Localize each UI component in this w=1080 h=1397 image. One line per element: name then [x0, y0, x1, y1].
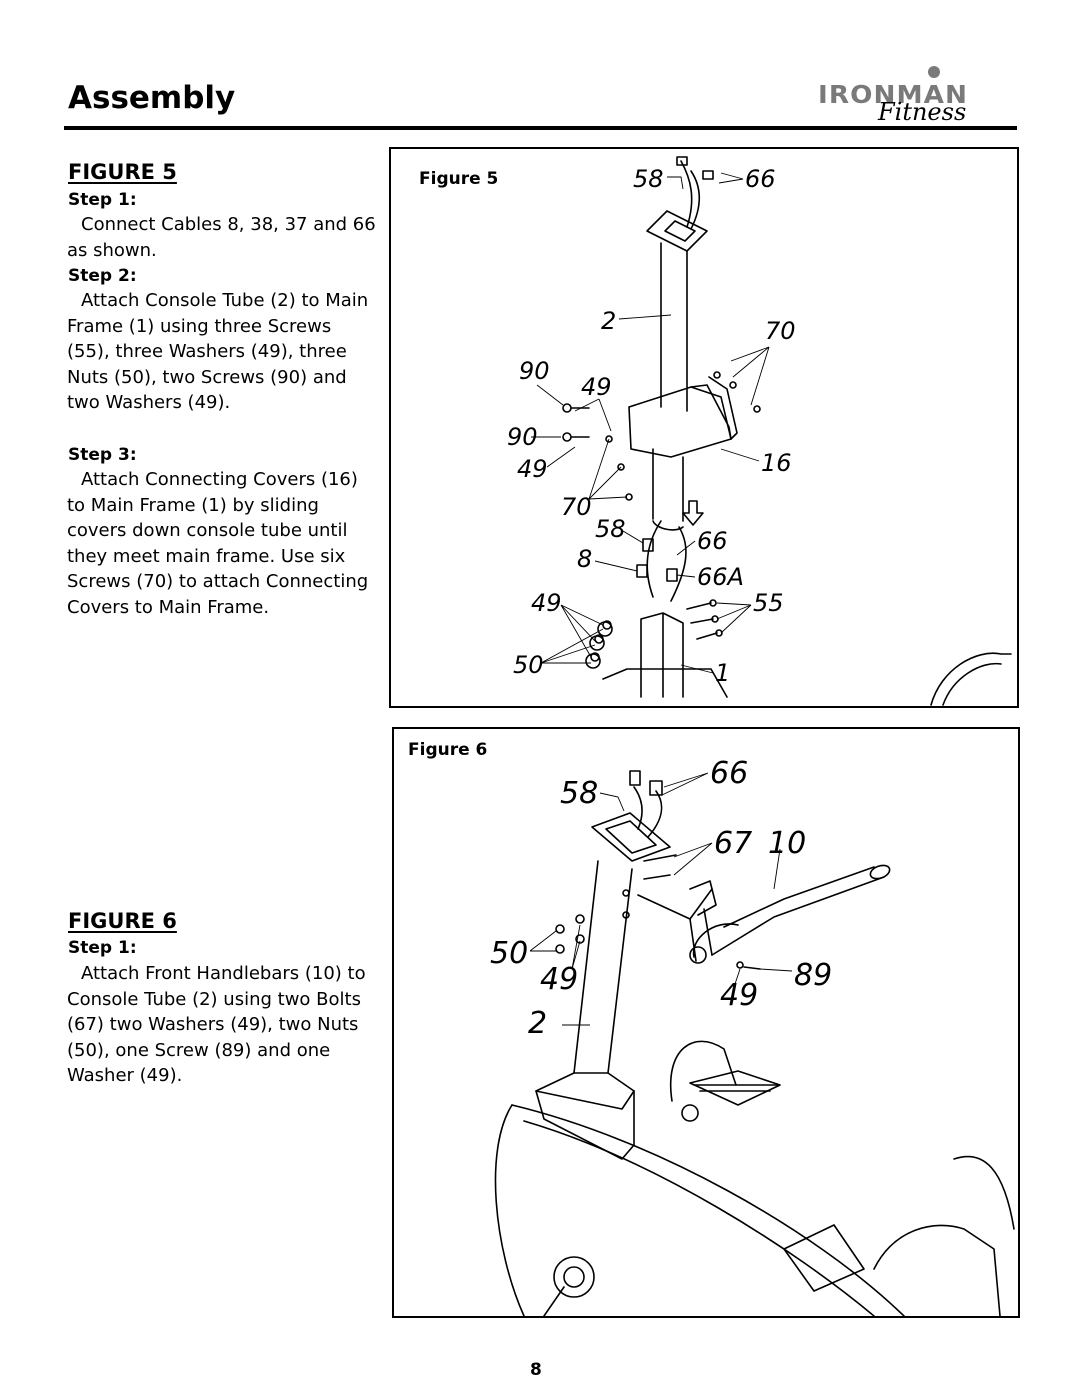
figure5-step3-text: Attach Connecting Covers (16) to Main Fr…: [67, 469, 369, 618]
callout-66-mid: 66: [697, 527, 728, 555]
callout-8: 8: [577, 545, 592, 573]
figure5-diagram: Figure 5: [389, 147, 1019, 708]
logo-script: Fitness: [878, 98, 967, 126]
callout-66: 66: [710, 756, 748, 791]
figure6-heading: FIGURE 6: [68, 909, 177, 933]
brand-logo: IRONMAN Fitness: [818, 62, 1013, 130]
callout-89: 89: [794, 958, 832, 993]
callout-58-mid: 58: [595, 515, 626, 543]
callout-90-a: 90: [519, 357, 550, 385]
figure5-step1-label: Step 1:: [68, 190, 137, 210]
callout-49-right: 49: [720, 978, 758, 1013]
page-title: Assembly: [68, 80, 236, 116]
callout-67: 67: [714, 826, 752, 861]
figure5-step1-text: Connect Cables 8, 38, 37 and 66 as shown…: [67, 214, 376, 261]
figure5-drawing: 58 66 2 70 90 49 90 49 16 70 58 66 8 66A…: [507, 156, 1012, 706]
logo-dot-icon: [928, 66, 940, 78]
page-number: 8: [530, 1360, 542, 1380]
callout-70-mid: 70: [561, 493, 592, 521]
callout-58: 58: [560, 776, 598, 811]
figure6-step1-text: Attach Front Handlebars (10) to Console …: [67, 963, 366, 1087]
callout-10: 10: [768, 826, 806, 861]
callout-49-c: 49: [531, 589, 562, 617]
callout-2: 2: [601, 307, 616, 335]
callout-58-top: 58: [633, 165, 664, 193]
figure6-diagram: Figure 6: [392, 727, 1020, 1318]
header-divider: [64, 126, 1017, 130]
callout-55: 55: [753, 589, 784, 617]
callout-16: 16: [761, 449, 792, 477]
figure5-step3-label: Step 3:: [68, 445, 137, 465]
callout-70-top: 70: [765, 317, 796, 345]
callout-2: 2: [528, 1006, 547, 1041]
figure5-heading: FIGURE 5: [68, 160, 177, 184]
figure6-step1-label: Step 1:: [68, 938, 137, 958]
figure5-box-label: Figure 5: [419, 169, 499, 189]
callout-49-a: 49: [581, 373, 612, 401]
logo-wordmark: IRONMAN: [818, 80, 969, 109]
figure6-drawing: 58 66 67 10 50 49 49 89 2: [490, 756, 1015, 1316]
callout-50: 50: [513, 651, 544, 679]
figure6-box-label: Figure 6: [408, 740, 488, 760]
callout-66-top: 66: [745, 165, 776, 193]
figure5-step2-label: Step 2:: [68, 266, 137, 286]
callout-50: 50: [490, 936, 528, 971]
callout-66a: 66A: [697, 563, 744, 591]
figure5-step2-text: Attach Console Tube (2) to Main Frame (1…: [67, 290, 369, 414]
callout-1: 1: [715, 659, 730, 687]
callout-49-b: 49: [517, 455, 548, 483]
